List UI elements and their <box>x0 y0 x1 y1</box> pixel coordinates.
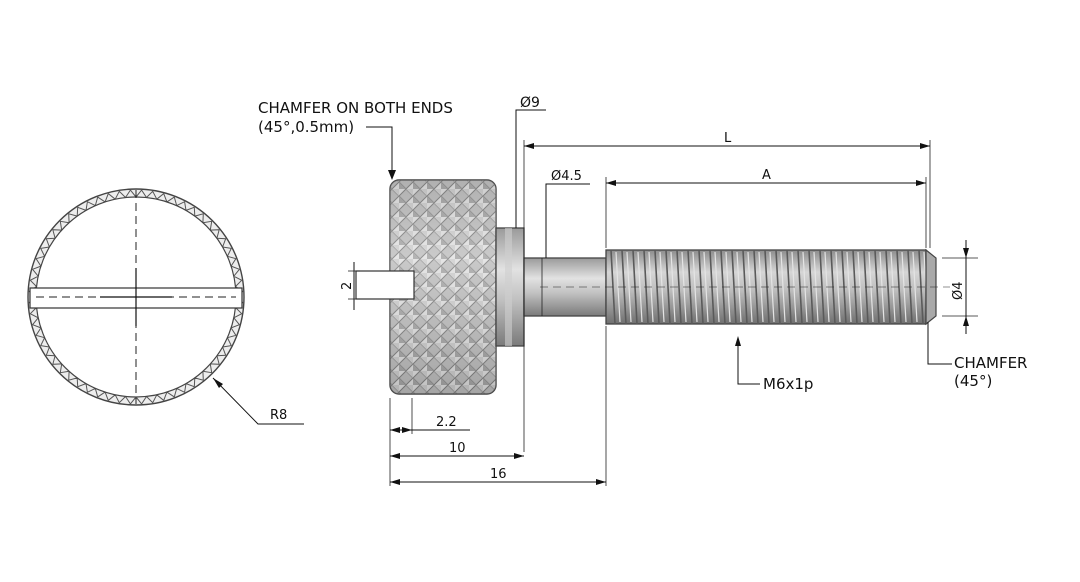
radius-arrow <box>213 378 223 388</box>
thread-highlight <box>769 251 775 323</box>
thread-line <box>742 249 748 325</box>
slot-width-label: 2 <box>340 282 355 290</box>
thread-highlight <box>703 251 709 323</box>
thread-line <box>731 249 737 325</box>
thread-highlight <box>912 251 918 323</box>
tip-chamfer-line2: (45°) <box>954 372 992 390</box>
thread-line <box>819 249 825 325</box>
thread-line <box>874 249 880 325</box>
tip-chamfer-line1: CHAMFER <box>954 354 1027 372</box>
chamfer-note-line2: (45°,0.5mm) <box>258 118 354 136</box>
tip-chamfer-leader <box>927 322 952 365</box>
thread-highlight <box>692 251 698 323</box>
thread-line <box>808 249 814 325</box>
thread-line <box>665 249 671 325</box>
chamfer-note-leader <box>366 126 393 176</box>
thread-highlight <box>846 251 852 323</box>
total-length-label: L <box>724 131 732 146</box>
thread-length-label: A <box>762 168 771 183</box>
head-diameter-label: Ø9 <box>520 95 540 111</box>
thread-line <box>885 249 891 325</box>
thread-highlight <box>835 251 841 323</box>
thread-spec-leader <box>737 340 760 385</box>
head-slot <box>355 270 415 300</box>
knurl-serration <box>28 189 244 405</box>
shank-diameter-label: Ø4.5 <box>551 169 582 184</box>
dim-10-label: 10 <box>449 441 466 456</box>
thread-line <box>676 249 682 325</box>
thread-highlight <box>780 251 786 323</box>
chamfer-note-line1: CHAMFER ON BOTH ENDS <box>258 99 453 117</box>
dim-2-2-label: 2.2 <box>436 415 457 430</box>
radius-leader <box>212 377 304 425</box>
shank-diameter-leader <box>545 183 590 258</box>
tip-diameter-label: Ø4 <box>951 281 966 300</box>
dim-16-label: 16 <box>490 467 507 482</box>
dimensions: CHAMFER ON BOTH ENDS (45°,0.5mm) Ø9 L Ø4… <box>258 95 1027 486</box>
thread-highlight <box>626 251 632 323</box>
end-view-knurl-edge <box>28 189 244 405</box>
radius-label: R8 <box>270 408 287 423</box>
thread-spec-label: M6x1p <box>763 375 813 393</box>
head-diameter-leader <box>515 109 546 228</box>
thread-highlight <box>637 251 643 323</box>
end-view: R8 <box>27 188 304 425</box>
side-view <box>355 179 950 395</box>
